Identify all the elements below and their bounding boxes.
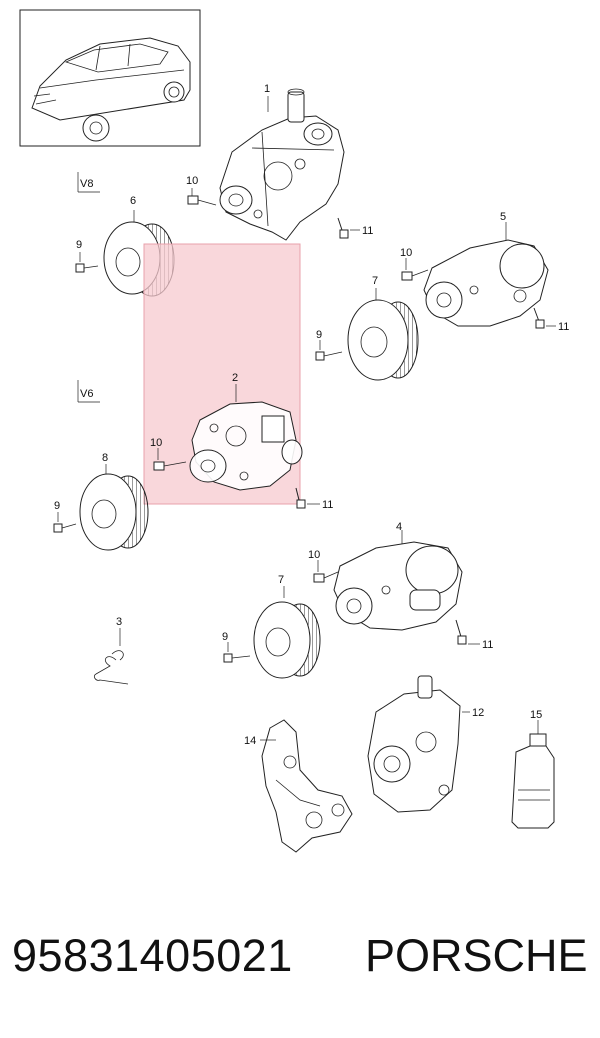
svg-text:10: 10 [150, 437, 162, 449]
svg-text:9: 9 [54, 500, 60, 512]
svg-text:11: 11 [322, 499, 333, 511]
pulley-7-lower: 7 [253, 574, 321, 679]
svg-text:9: 9 [76, 239, 82, 251]
svg-text:6: 6 [130, 195, 136, 207]
vehicle-thumbnail [19, 9, 201, 147]
bolt-11-top: 11 [337, 217, 373, 239]
svg-text:11: 11 [362, 225, 373, 237]
svg-text:14: 14 [244, 735, 256, 747]
svg-text:9: 9 [316, 329, 322, 341]
svg-text:10: 10 [186, 175, 198, 187]
svg-text:7: 7 [278, 574, 284, 586]
bolt-9-d: 9 [222, 631, 251, 663]
svg-text:2: 2 [232, 372, 238, 384]
svg-text:10: 10 [400, 247, 412, 259]
bolt-11-right: 11 [533, 307, 569, 333]
svg-text:11: 11 [482, 639, 493, 651]
part-number: 95831405021 [12, 930, 293, 981]
v8-label: V8 [77, 172, 100, 193]
svg-text:4: 4 [396, 521, 402, 533]
hose-clip-3: 3 [93, 616, 129, 685]
svg-text:12: 12 [472, 707, 484, 719]
v6-label: V6 [77, 380, 100, 403]
bolt-9-a: 9 [75, 239, 99, 273]
svg-text:V8: V8 [80, 178, 93, 190]
steering-pump-v6: 2 [189, 372, 303, 491]
svg-text:9: 9 [222, 631, 228, 643]
svg-text:1: 1 [264, 83, 270, 95]
svg-text:10: 10 [308, 549, 320, 561]
bracket-14: 14 [244, 719, 353, 853]
fluid-bottle-15: 15 [511, 709, 555, 829]
bolt-9-b: 9 [315, 329, 343, 361]
steering-pump-v8 [219, 88, 345, 241]
bolt-10-top: 10 [186, 175, 217, 206]
pulley-7-upper: 7 [347, 275, 419, 381]
bolt-10-v6: 10 [150, 437, 187, 471]
footer: 95831405021 PORSCHE [0, 930, 600, 990]
svg-text:15: 15 [530, 709, 542, 721]
svg-text:7: 7 [372, 275, 378, 287]
brand-name: PORSCHE [365, 930, 588, 981]
steering-pump-12: 12 [367, 675, 484, 813]
callout-1: 1 [264, 83, 270, 112]
pulley-8: 8 [79, 452, 149, 551]
svg-text:11: 11 [558, 321, 569, 333]
bolt-11-lower: 11 [455, 619, 493, 651]
svg-text:V6: V6 [80, 388, 93, 400]
bolt-10-lower: 10 [308, 549, 339, 583]
bolt-9-c: 9 [53, 500, 77, 533]
bolt-11-v6: 11 [295, 487, 333, 511]
svg-text:5: 5 [500, 211, 506, 223]
steering-pump-4: 4 [333, 521, 463, 631]
steering-pump-5: 5 [423, 211, 549, 327]
bolt-10-right: 10 [400, 247, 429, 281]
svg-text:3: 3 [116, 616, 122, 628]
svg-text:8: 8 [102, 452, 108, 464]
